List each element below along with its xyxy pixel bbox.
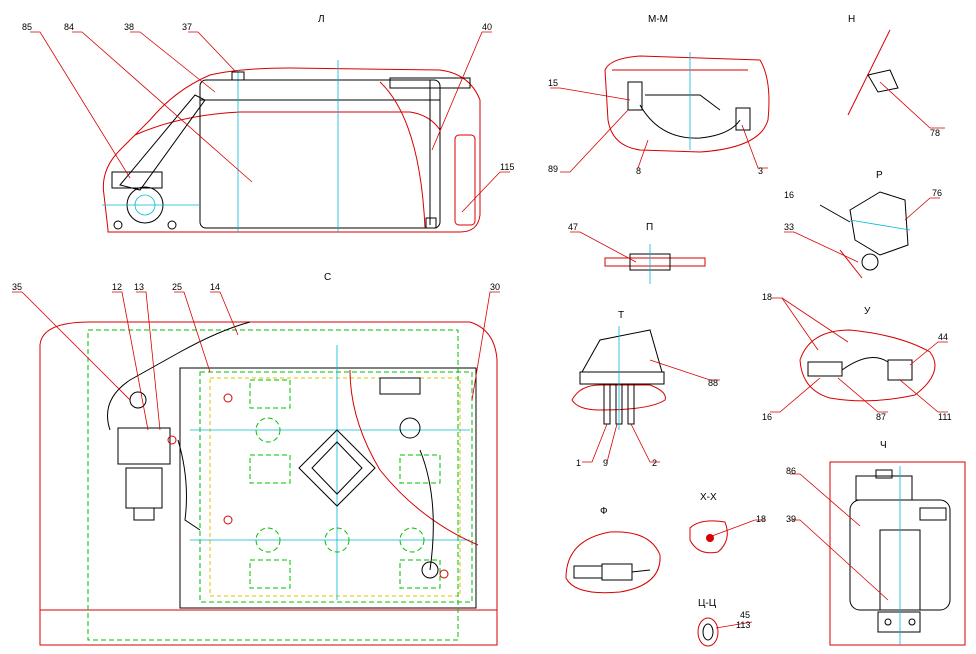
view-title-Ch: Ч (880, 440, 887, 451)
view-title-XX: Х-Х (700, 492, 717, 503)
callout-15: 15 (548, 78, 558, 88)
view-U: У 18 44 16 87 111 (762, 292, 952, 422)
outline-MM (604, 55, 770, 153)
connector-R (849, 191, 909, 256)
view-MM: М-М 15 89 8 3 (548, 14, 770, 176)
view-title-P: П (646, 222, 653, 233)
callout-2: 2 (652, 458, 657, 468)
view-R: Р 16 76 33 (784, 170, 942, 279)
view-P: П 47 (568, 222, 706, 284)
callout-16-U: 16 (762, 412, 772, 422)
view-L: Л 85 84 38 37 40 115 (22, 14, 514, 233)
callout-30: 30 (490, 282, 500, 292)
view-XX: Х-Х 18 (689, 492, 766, 554)
callout-85: 85 (22, 22, 32, 32)
callout-16-R: 16 (784, 190, 794, 200)
view-S: С (12, 272, 500, 646)
callout-111: 111 (938, 412, 952, 422)
outline-Ch (829, 461, 966, 646)
callout-12: 12 (112, 282, 122, 292)
callout-44: 44 (938, 332, 948, 342)
hose-clip (879, 529, 921, 611)
outline-F (565, 531, 661, 594)
view-title-U: У (864, 306, 871, 317)
callout-88: 88 (708, 378, 718, 388)
callout-33: 33 (784, 222, 794, 232)
callout-84: 84 (64, 22, 74, 32)
view-Ch: Ч 86 39 (786, 440, 966, 646)
view-TsTs: Ц-Ц 45 113 (697, 598, 753, 647)
tray (179, 367, 477, 609)
callout-86: 86 (786, 466, 796, 476)
outline-XX (689, 520, 728, 554)
pump-unit (117, 427, 171, 465)
callout-78: 78 (930, 128, 940, 138)
callout-9: 9 (603, 458, 608, 468)
callout-40: 40 (482, 22, 492, 32)
view-F: Ф (565, 506, 661, 594)
callout-87: 87 (876, 412, 886, 422)
callout-47: 47 (568, 222, 578, 232)
callout-25: 25 (172, 282, 182, 292)
callout-14: 14 (210, 282, 220, 292)
view-N: Н 78 (847, 14, 945, 138)
callout-3: 3 (758, 166, 763, 176)
callout-38: 38 (124, 22, 134, 32)
view-title-T: Т (618, 310, 624, 321)
terminal-block (581, 329, 663, 373)
callout-1: 1 (576, 458, 581, 468)
callout-13: 13 (134, 282, 144, 292)
outline-L (102, 67, 481, 233)
callout-76: 76 (932, 188, 942, 198)
outline-S (39, 321, 498, 646)
callout-113: 113 (736, 620, 750, 630)
callout-18-U: 18 (762, 292, 772, 302)
center-emblem (298, 429, 376, 507)
callout-115: 115 (500, 162, 514, 172)
view-title-F: Ф (600, 506, 608, 517)
callout-18-XX: 18 (756, 514, 766, 524)
tank-body (199, 79, 441, 229)
outline-U (799, 329, 936, 402)
callout-8: 8 (636, 166, 641, 176)
view-T: Т 88 1 9 2 (571, 310, 720, 468)
view-title-N: Н (848, 14, 855, 25)
callout-89: 89 (548, 164, 558, 174)
view-title-R: Р (876, 170, 883, 181)
view-title-S: С (324, 272, 331, 283)
view-title-MM: М-М (648, 14, 668, 25)
view-title-L: Л (318, 14, 325, 25)
callout-39: 39 (786, 514, 796, 524)
bolt-18 (706, 534, 714, 542)
view-title-TsTs: Ц-Ц (698, 598, 717, 609)
callout-35: 35 (12, 282, 22, 292)
callout-37: 37 (182, 22, 192, 32)
callout-45: 45 (740, 610, 750, 620)
